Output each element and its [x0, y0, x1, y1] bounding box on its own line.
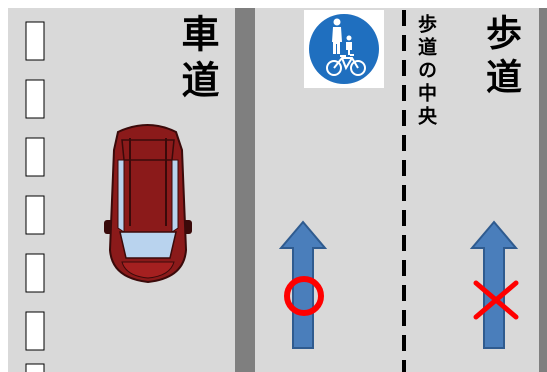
lane-dash [25, 195, 45, 235]
lane-dash [25, 253, 45, 293]
lane-markings [25, 21, 45, 372]
sidewalk-center-label: 歩道の中央 [415, 14, 437, 129]
lane-dash [25, 137, 45, 177]
up-arrow-icon-allowed [278, 220, 328, 349]
car-icon [104, 124, 192, 284]
sidewalk-edge [539, 8, 547, 372]
sidewalk-label: 歩道 [480, 14, 521, 102]
lane-dash [25, 311, 45, 351]
allowed-mark [284, 276, 324, 316]
pedestrian-bicycle-sign-icon [304, 10, 384, 88]
roadway-label: 車道 [175, 14, 219, 106]
not-allowed-mark [473, 280, 519, 320]
lane-dash [25, 363, 45, 372]
curb [235, 8, 255, 372]
up-arrow-icon-not-allowed [469, 220, 519, 349]
lane-dash [25, 79, 45, 119]
lane-dash [25, 21, 45, 61]
